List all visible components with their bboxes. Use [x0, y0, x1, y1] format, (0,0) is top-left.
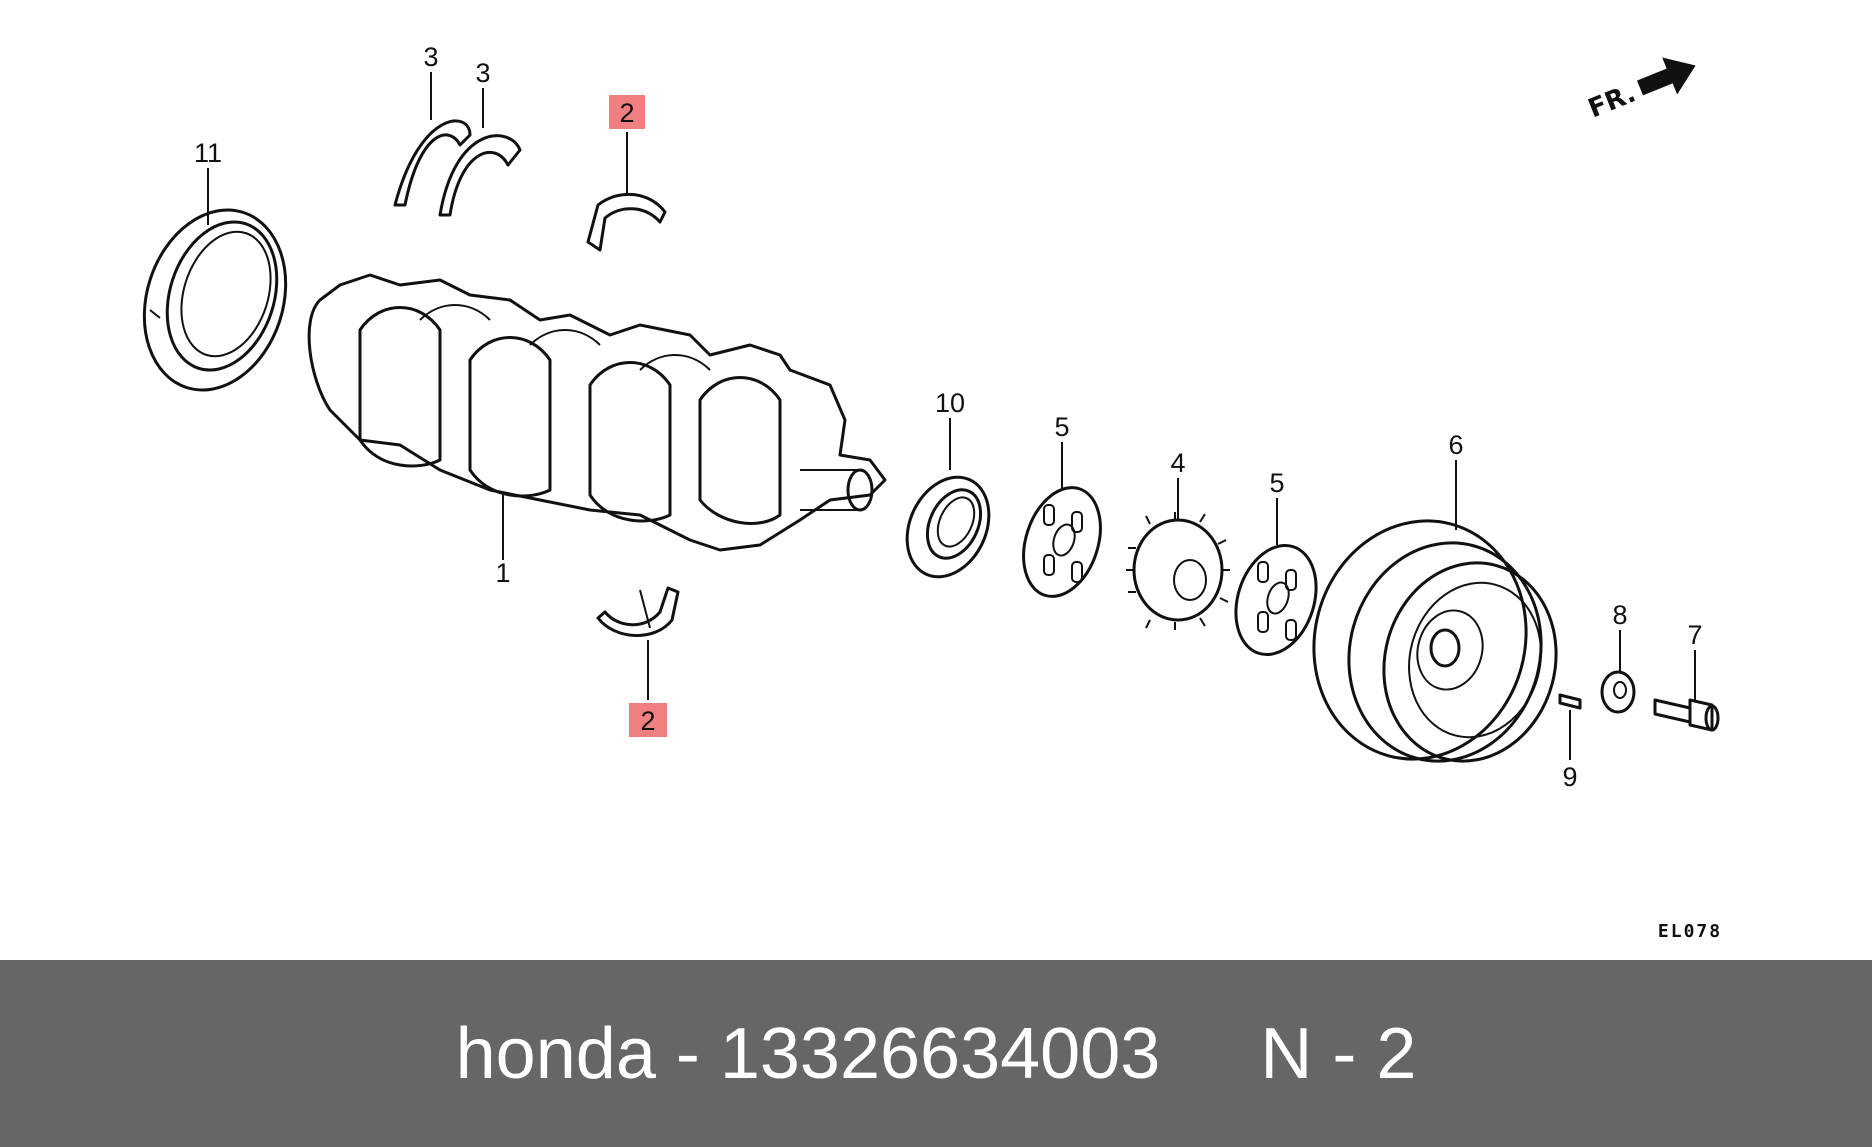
- front-oil-seal: [905, 475, 991, 579]
- callout-2-top-highlight: [609, 95, 645, 129]
- crankshaft-pulley: [1312, 519, 1558, 763]
- pulley-guide-plate-right: [1234, 543, 1318, 657]
- crankshaft-timing-gear: [1126, 512, 1230, 630]
- front-direction-arrow-icon: [1637, 57, 1696, 96]
- crankshaft: [307, 273, 887, 552]
- callout-8: 8: [1612, 600, 1627, 630]
- leader-lines: [207, 72, 1696, 760]
- lower-bearing-shell: [596, 586, 680, 637]
- pulley-guide-plate-left: [1022, 486, 1102, 598]
- callout-1: 1: [495, 558, 510, 588]
- woodruff-key: [1558, 693, 1582, 710]
- front-direction-label: FR.: [1584, 79, 1640, 125]
- callout-3-left: 3: [423, 42, 438, 72]
- drawing-code: EL078: [1658, 921, 1722, 942]
- callout-5-left: 5: [1054, 412, 1069, 442]
- front-direction-indicator: FR.: [1584, 57, 1696, 125]
- parts-diagram: 11 3 3 2 1 2 10 5 4 5 6 8 7 9 FR. EL078: [142, 42, 1722, 942]
- rear-oil-seal: [142, 208, 288, 392]
- callout-11: 11: [194, 138, 222, 168]
- upper-bearing-shell: [586, 192, 667, 252]
- callout-7: 7: [1687, 620, 1702, 650]
- callout-2-bottom: 2: [640, 706, 655, 736]
- pulley-bolt: [1653, 698, 1720, 732]
- callout-4: 4: [1170, 448, 1185, 478]
- callout-2-bottom-highlight: [629, 703, 667, 737]
- callout-3-right: 3: [475, 58, 490, 88]
- footer-part-number-text: honda - 13326634003 N - 2: [455, 1013, 1417, 1094]
- thrust-washers: [393, 119, 522, 217]
- callout-6: 6: [1448, 430, 1463, 460]
- callout-10: 10: [935, 388, 965, 418]
- callout-2-top: 2: [619, 98, 634, 128]
- pulley-washer: [1600, 670, 1636, 714]
- callout-5-right: 5: [1269, 468, 1284, 498]
- callout-9: 9: [1562, 762, 1577, 792]
- footer-bar: honda - 13326634003 N - 2: [0, 960, 1872, 1147]
